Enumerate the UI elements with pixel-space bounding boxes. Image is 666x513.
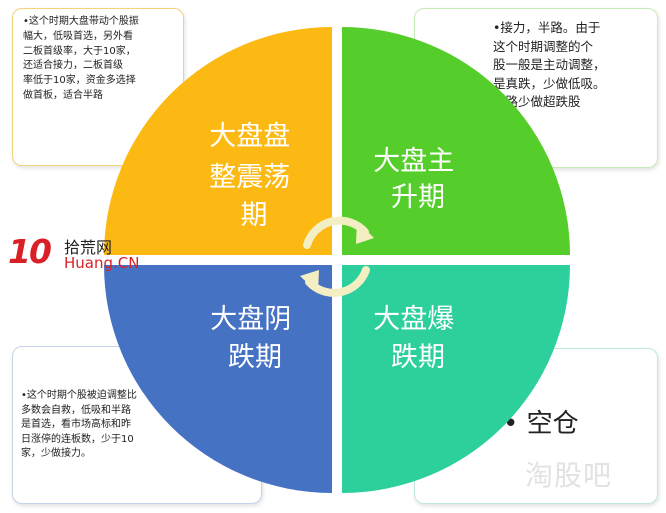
quadrant-top-left-label: 大盘盘 整震荡 期 bbox=[209, 121, 299, 231]
logo-mark: 10 bbox=[8, 232, 52, 271]
quadrant-bottom-right bbox=[342, 265, 570, 493]
watermark: 淘股吧 bbox=[525, 459, 613, 492]
quadrant-bottom-left bbox=[104, 265, 332, 493]
note-top-left: •这个时期大盘带动个股振 幅大，低吸首选，另外看 二板首级率，大于10家， 还适… bbox=[12, 8, 184, 166]
note-bottom-left-line: 是首选，看市场高标和昨 bbox=[21, 419, 131, 430]
quadrant-top-right-label: 大盘主 升期 bbox=[373, 146, 463, 213]
note-top-left-text: •这个时期大盘带动个股振 幅大，低吸首选，另外看 二板首级率，大于10家， 还适… bbox=[23, 16, 139, 101]
note-bottom-left-text: •这个时期个股被迫调整比多数会自救，低吸和半路是首选，看市场高标和昨日涨停的连板… bbox=[21, 389, 187, 462]
quadrant-bottom-left-label: 大盘阴 跌期 bbox=[210, 304, 300, 373]
cycle-arrowhead-top-icon bbox=[356, 221, 374, 244]
note-bottom-left-line: 日涨停的连板数，少于10 bbox=[21, 433, 134, 445]
logo-name-en: Huang.CN bbox=[64, 254, 140, 272]
quadrant-top-right bbox=[342, 27, 570, 255]
empty-position-label: 空仓 bbox=[526, 409, 579, 439]
note-top-right-text: •接力，半路。由于 这个时期调整的个 股一般是主动调整， 是真跌，少做低吸。 半… bbox=[493, 20, 606, 109]
note-bottom-left-line: •这个时期个股被迫调整比 bbox=[21, 390, 137, 401]
logo-name-cn: 拾荒网 bbox=[64, 238, 113, 257]
quadrant-bottom-right-label: 大盘爆 跌期 bbox=[373, 304, 463, 373]
note-bottom-left-line: 多数会自救，低吸和半路 bbox=[21, 404, 131, 416]
cycle-arrows bbox=[300, 216, 374, 297]
site-logo: 10 拾荒网 Huang.CN bbox=[8, 232, 139, 272]
quadrant-top-left bbox=[104, 27, 332, 255]
note-bottom-right-text: • 空仓 bbox=[503, 409, 579, 439]
note-top-right: •接力，半路。由于 这个时期调整的个 股一般是主动调整， 是真跌，少做低吸。 半… bbox=[414, 8, 658, 168]
cycle-arrowhead-bottom-icon bbox=[300, 270, 319, 293]
note-bottom-left-line: 家，少做接力。 bbox=[21, 448, 91, 459]
